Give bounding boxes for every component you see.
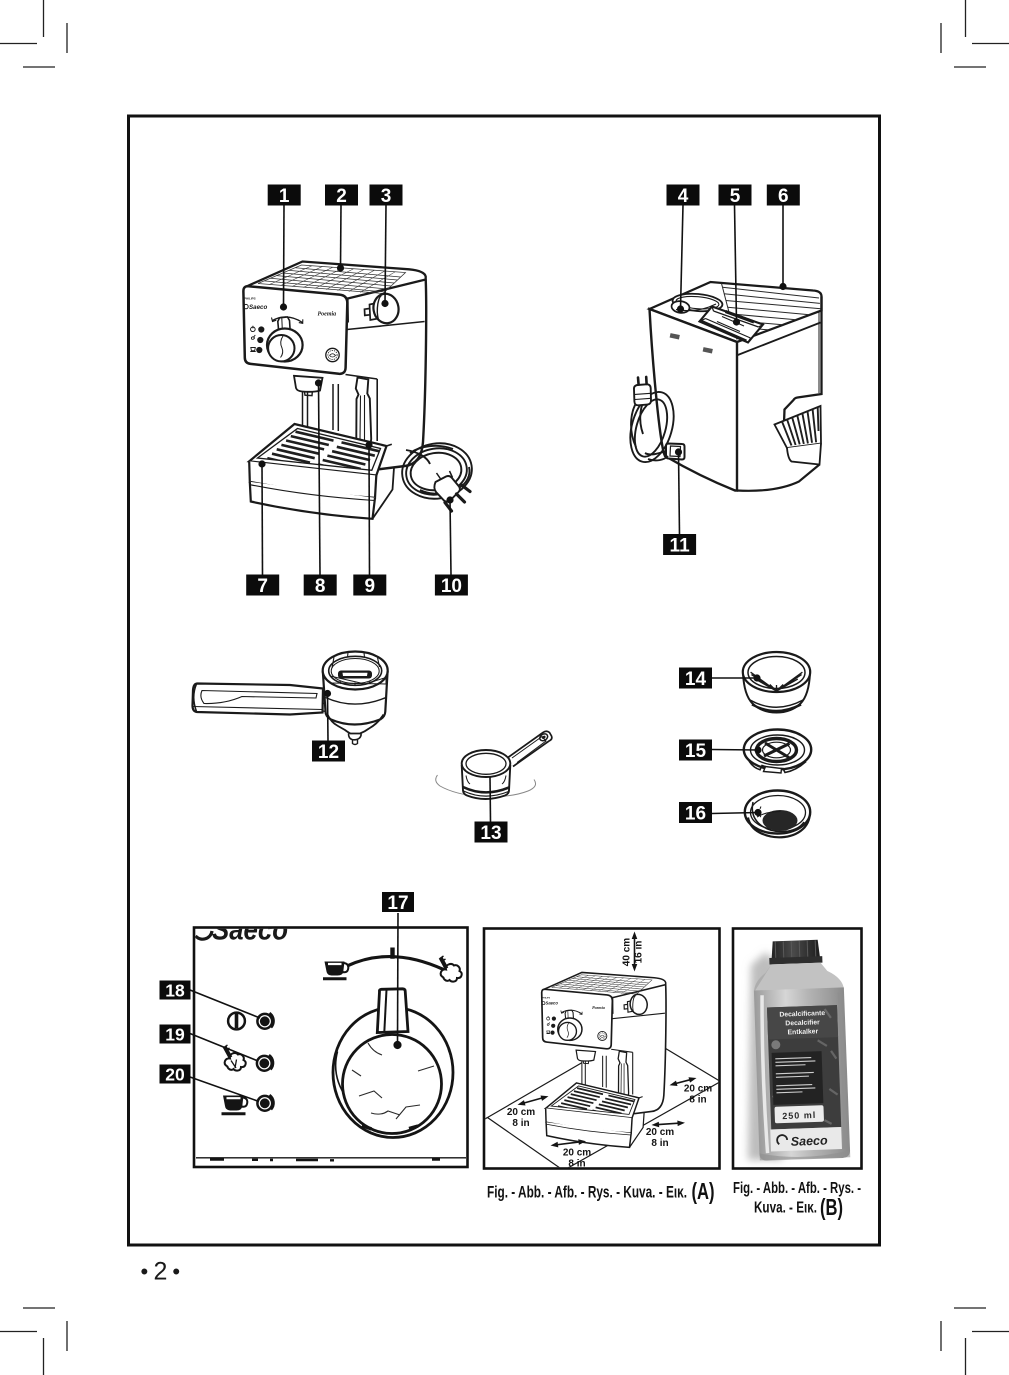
svg-text:20 cm: 20 cm — [684, 1084, 712, 1095]
svg-text:Entkalker: Entkalker — [787, 1028, 818, 1036]
svg-text:9: 9 — [365, 576, 376, 597]
svg-text:11: 11 — [670, 536, 691, 557]
svg-text:6: 6 — [778, 186, 789, 207]
svg-text:8 in: 8 in — [512, 1118, 529, 1129]
svg-text:18: 18 — [165, 981, 185, 1001]
svg-text:8 in: 8 in — [651, 1138, 668, 1149]
svg-text:3: 3 — [381, 186, 392, 207]
svg-text:Fig. - Abb. - Afb. - Rys. -: Fig. - Abb. - Afb. - Rys. - — [733, 1180, 861, 1197]
svg-text:12: 12 — [318, 742, 339, 763]
svg-text:40 cm: 40 cm — [622, 938, 633, 966]
svg-text:Decalcificante: Decalcificante — [779, 1010, 825, 1019]
svg-text:13: 13 — [480, 823, 501, 844]
svg-text:16 in: 16 in — [634, 941, 645, 964]
svg-text:Kuva. - Εικ.: Kuva. - Εικ. — [754, 1200, 817, 1217]
svg-text:Saeco: Saeco — [212, 914, 288, 947]
svg-text:19: 19 — [165, 1025, 185, 1045]
svg-text:•: • — [140, 1259, 148, 1284]
svg-text:2: 2 — [336, 186, 347, 207]
svg-text:Fig. - Abb. - Afb. - Rys. - Ku: Fig. - Abb. - Afb. - Rys. - Kuva. - Εικ. — [487, 1183, 687, 1202]
svg-text:8 in: 8 in — [689, 1095, 706, 1106]
svg-text:4: 4 — [678, 186, 689, 207]
svg-text:2: 2 — [154, 1258, 168, 1286]
svg-text:250 ml: 250 ml — [782, 1110, 816, 1121]
svg-text:•: • — [172, 1259, 180, 1284]
svg-text:8: 8 — [315, 576, 326, 597]
svg-text:7: 7 — [257, 576, 268, 597]
svg-text:1: 1 — [279, 186, 290, 207]
svg-text:20 cm: 20 cm — [563, 1148, 591, 1159]
svg-text:20 cm: 20 cm — [646, 1127, 674, 1138]
svg-text:(A): (A) — [692, 1178, 715, 1204]
svg-text:16: 16 — [685, 804, 706, 825]
svg-text:14: 14 — [685, 669, 707, 690]
svg-text:5: 5 — [730, 186, 741, 207]
svg-text:20 cm: 20 cm — [507, 1107, 535, 1118]
svg-text:20: 20 — [165, 1065, 185, 1085]
svg-text:(B): (B) — [820, 1194, 843, 1220]
svg-text:Decalcifier: Decalcifier — [785, 1019, 820, 1027]
svg-text:Saeco: Saeco — [791, 1134, 829, 1149]
svg-text:8 in: 8 in — [568, 1159, 585, 1170]
svg-text:15: 15 — [685, 741, 707, 762]
svg-text:10: 10 — [441, 576, 462, 597]
svg-text:17: 17 — [387, 893, 408, 914]
